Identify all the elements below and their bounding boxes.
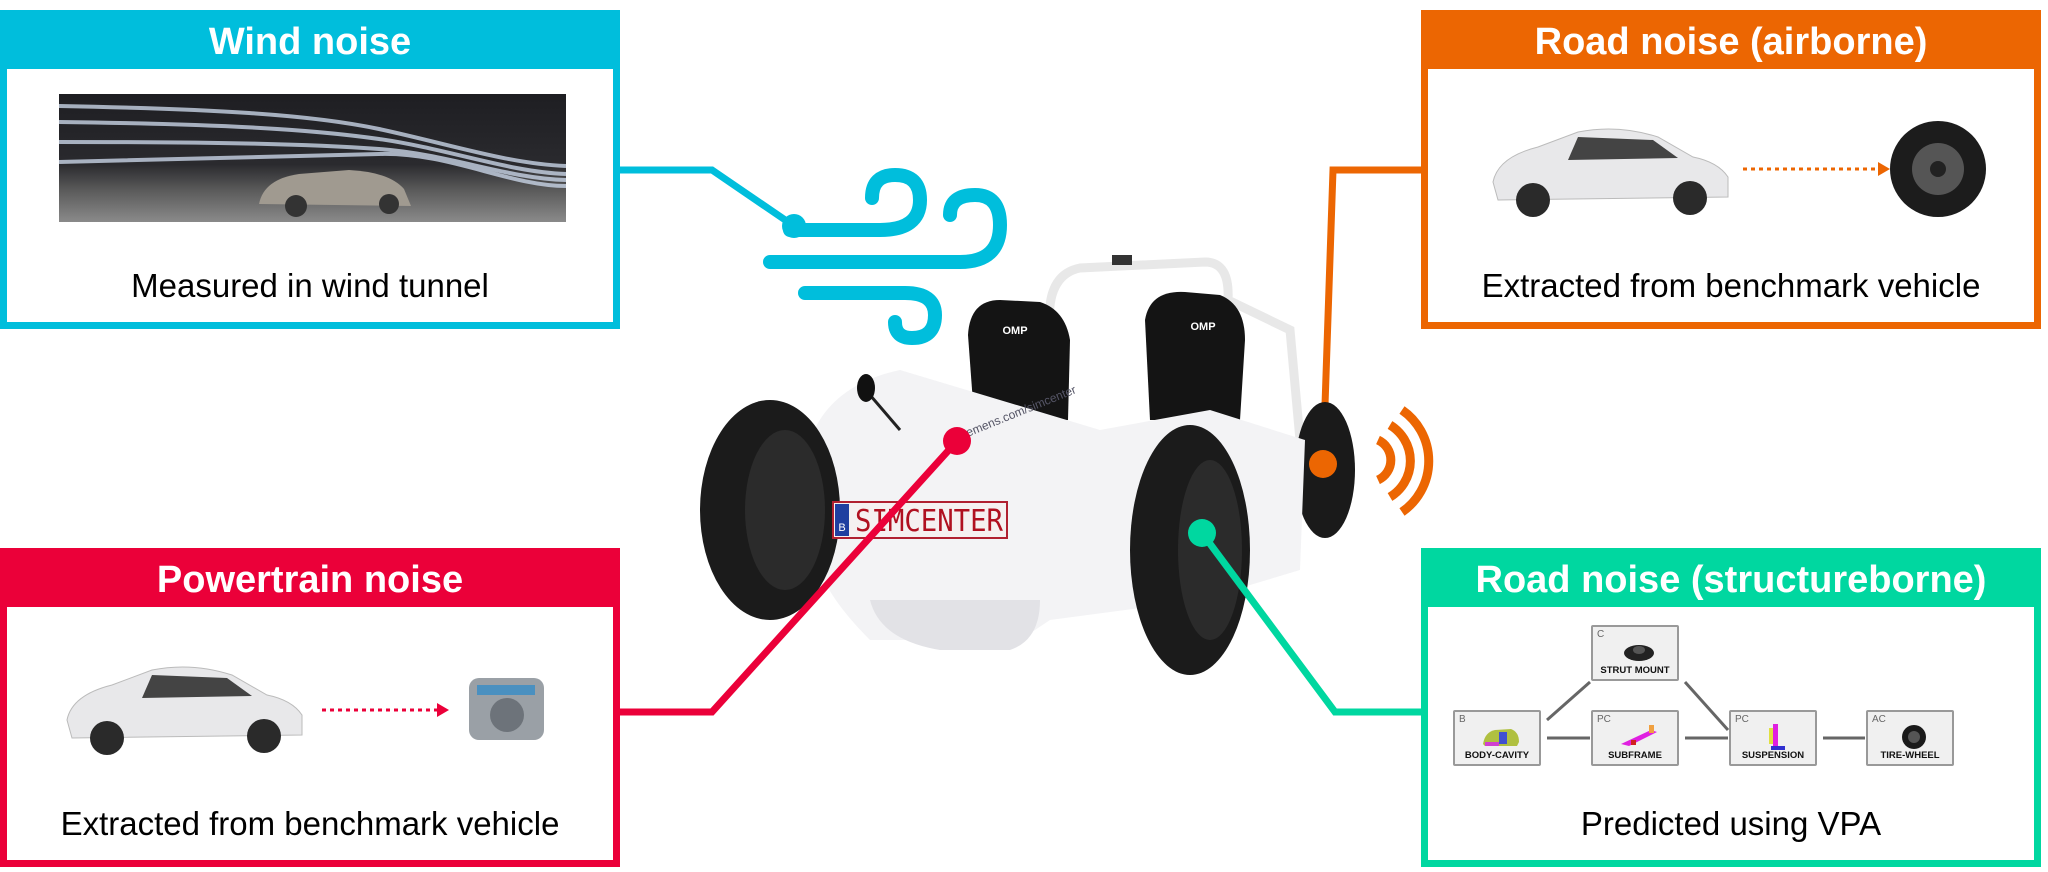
wind-connector xyxy=(620,166,796,229)
road-noise-structureborne-panel: Road noise (structureborne) B BODY-CAVIT… xyxy=(1421,548,2041,867)
node-tag: B xyxy=(1459,714,1466,725)
car-to-motor-illustration xyxy=(66,666,544,755)
suspension-icon xyxy=(1769,724,1785,750)
node-name: SUSPENSION xyxy=(1741,750,1805,761)
powertrain-marker-dot xyxy=(943,427,971,455)
license-plate xyxy=(832,501,1008,539)
wind-noise-panel: Wind noise Measured in wind tunnel xyxy=(0,10,620,329)
vpa-node-tire-wheel: AC TIRE-WHEEL xyxy=(1866,710,1954,766)
sound-waves-icon xyxy=(1375,406,1434,516)
wind-tunnel-photo xyxy=(59,94,566,222)
strut-mount-icon xyxy=(1624,645,1654,661)
structureborne-marker-dot xyxy=(1188,519,1216,547)
node-name: STRUT MOUNT xyxy=(1600,665,1670,676)
node-name: TIRE-WHEEL xyxy=(1880,750,1940,761)
panel-caption: Extracted from benchmark vehicle xyxy=(1481,267,1981,304)
node-tag: AC xyxy=(1872,714,1886,725)
car-to-tire-illustration xyxy=(1492,121,1986,217)
panel-caption: Measured in wind tunnel xyxy=(131,267,489,304)
subframe-icon xyxy=(1621,725,1657,746)
airborne-marker-dot xyxy=(1309,450,1337,478)
tire-icon xyxy=(1890,121,1986,217)
structureborne-connector xyxy=(1199,530,1421,716)
panel-title: Wind noise xyxy=(7,17,613,69)
vpa-network-links xyxy=(1546,680,1865,740)
vpa-node-suspension: PC SUSPENSION xyxy=(1729,710,1817,766)
panel-title: Road noise (airborne) xyxy=(1428,17,2034,69)
node-name: SUBFRAME xyxy=(1608,750,1662,761)
panel-caption: Extracted from benchmark vehicle xyxy=(60,805,560,842)
powertrain-connector xyxy=(620,438,960,716)
powertrain-noise-panel: Powertrain noise Extracted from benchmar… xyxy=(0,548,620,867)
seat-brand-left: OMP xyxy=(1002,325,1027,337)
body-cavity-icon xyxy=(1483,729,1519,746)
node-tag: PC xyxy=(1597,714,1611,725)
car-icon xyxy=(66,666,303,755)
panel-caption: Predicted using VPA xyxy=(1580,805,1882,842)
vpa-node-subframe: PC SUBFRAME xyxy=(1591,710,1679,766)
electric-motor-icon xyxy=(469,678,544,740)
panel-title: Road noise (structureborne) xyxy=(1428,555,2034,607)
airborne-connector xyxy=(1319,166,1421,465)
vpa-node-strut-mount: C STRUT MOUNT xyxy=(1591,625,1679,681)
node-tag: C xyxy=(1597,629,1605,640)
tire-wheel-icon xyxy=(1902,725,1926,749)
vpa-node-body-cavity: B BODY-CAVITY xyxy=(1453,710,1541,766)
wind-icon xyxy=(763,167,1008,346)
seat-brand-right: OMP xyxy=(1190,321,1215,333)
panel-title: Powertrain noise xyxy=(7,555,613,607)
node-name: BODY-CAVITY xyxy=(1464,750,1530,761)
node-tag: PC xyxy=(1735,714,1749,725)
plate-country: B xyxy=(838,522,845,534)
road-noise-airborne-panel: Road noise (airborne) Extracted from ben… xyxy=(1421,10,2041,329)
car-icon xyxy=(1492,128,1729,217)
